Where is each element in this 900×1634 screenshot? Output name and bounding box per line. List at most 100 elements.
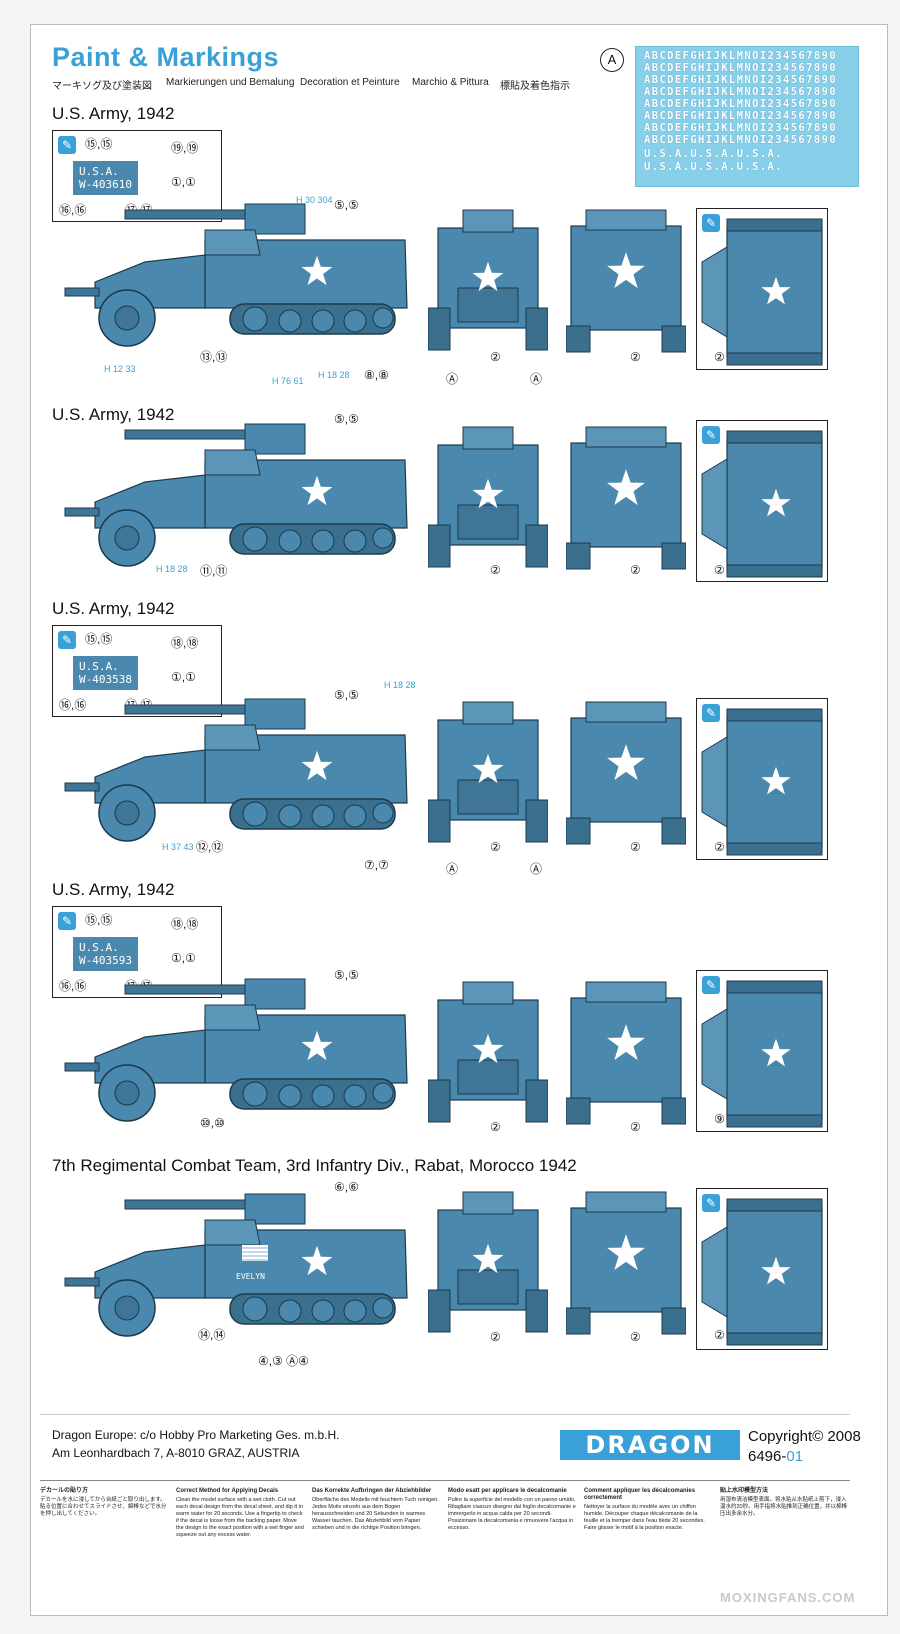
plate-callout: ✎ U.S.A. W-403610 ⑮,⑮ ⑲,⑲ ①,① ⑯,⑯ ⑰,⑰ [52,130,222,222]
plate-callout: ✎ U.S.A. W-403538 ⑮,⑮ ⑱,⑱ ①,① ⑯,⑯ ⑰,⑰ [52,625,222,717]
decal-row: ABCDEFGHIJKLMNOI234567890 [644,122,838,134]
registration-plate: U.S.A. W-403610 [73,161,138,195]
hue-badge: H 18 28 [318,370,350,380]
front-view [428,1190,548,1340]
decal-water-icon: ✎ [58,631,76,649]
dragon-logo: DRAGON [560,1430,740,1460]
subtitle-italian: Marchio & Pittura [412,77,489,88]
page-title: Paint & Markings [52,42,280,72]
instructions-body: 用湿布清洁模型表面。将水贴从水贴纸上剪下，浸入温水约20秒。用手指将水贴推到正确… [720,1497,848,1517]
decal-number: ② [490,350,501,364]
decal-number: ⑤,⑤ [334,198,359,212]
front-view [428,980,548,1130]
decal-number: ⑥,⑥ [334,1180,359,1194]
decal-row: ABCDEFGHIJKLMNOI234567890 [644,74,838,86]
watermark: MOXINGFANS.COM [720,1590,856,1605]
plate-line2: W-403593 [79,954,132,967]
decal-number: ② [490,840,501,854]
plate-line1: U.S.A. [79,165,119,178]
instructions-body: デカールを水に浸してから台紙ごと取り出します。貼る位置に合わせてスライドさせ、綿… [40,1497,167,1517]
top-view [697,429,827,579]
decal-row: ABCDEFGHIJKLMNOI234567890 [644,110,838,122]
decal-number: ⑲,⑲ [171,141,199,155]
decal-row: ABCDEFGHIJKLMNOI234567890 [644,62,838,74]
top-view [697,979,827,1129]
instructions-heading: Das Korrekte Aufbringen der Abziehbilder [312,1488,432,1494]
top-view-frame: ✎ [696,970,828,1132]
rear-view [566,425,686,575]
decal-number: ⑪,⑪ [200,564,228,578]
decal-row: ABCDEFGHIJKLMNOI234567890 [644,98,838,110]
top-view-frame: ✎ [696,1188,828,1350]
instructions-french: Comment appliquer les décalcomanies corr… [584,1488,712,1532]
instructions-body: Clean the model surface with a wet cloth… [176,1497,304,1538]
decal-number: ⑧,⑧ [364,368,389,382]
decal-number: ⑯,⑯ [59,979,87,993]
decal-number: ⑦,⑦ [364,858,389,872]
decal-number: ⑤,⑤ [334,412,359,426]
decal-row: ABCDEFGHIJKLMNOI234567890 [644,86,838,98]
decal-number: ② [714,1328,725,1342]
hue-badge: H 12 33 [104,364,136,374]
document-number-prefix: 6496- [748,1448,787,1465]
decal-row: U.S.A.U.S.A.U.S.A. [644,148,783,160]
halftrack-side-view [55,975,415,1125]
decal-water-icon: ✎ [702,704,720,722]
decal-number: ⑯,⑯ [59,698,87,712]
halftrack-side-view [55,420,415,570]
decal-water-icon: ✎ [702,214,720,232]
decal-ref-label: Ⓐ [446,862,459,876]
instructions-body: Nettoyer la surface du modèle avec un ch… [584,1504,705,1531]
decal-ref-label: Ⓐ [530,862,543,876]
decal-row: U.S.A.U.S.A.U.S.A. [644,161,783,173]
decal-sheet: ABCDEFGHIJKLMNOI234567890 ABCDEFGHIJKLMN… [635,46,859,187]
instructions-heading: デカールの貼り方 [40,1488,89,1494]
halftrack-side-view [55,695,415,845]
instructions-divider [40,1480,850,1481]
instructions-italian: Modo esatt per applicare le decalcomanie… [448,1488,576,1532]
decal-number: ⑱,⑱ [171,636,199,650]
front-view [428,208,548,358]
subtitle-french: Decoration et Peinture [300,77,400,88]
footer-address: Am Leonhardbach 7, A-8010 GRAZ, AUSTRIA [52,1446,300,1460]
plate-line1: U.S.A. [79,660,119,673]
decal-number: ② [714,563,725,577]
decal-ref-label: Ⓐ [530,372,543,386]
rear-view [566,208,686,358]
hue-badge: H 18 28 [156,564,188,574]
decal-number: ⑤,⑤ [334,968,359,982]
decal-number: ⑯,⑯ [59,203,87,217]
hue-badge: H 18 28 [384,680,416,690]
plate-line2: W-403610 [79,178,132,191]
decal-number: ④,③ Ⓐ④ [258,1354,309,1368]
document-number: 6496-01 [748,1448,803,1465]
decal-number: ② [490,1120,501,1134]
section-title: U.S. Army, 1942 [52,405,175,424]
hue-badge: H 37 43 [162,842,194,852]
decal-number: ⑮,⑮ [85,913,113,927]
registration-plate: U.S.A. W-403538 [73,656,138,690]
decal-water-icon: ✎ [58,136,76,154]
top-view [697,1197,827,1347]
decal-number: ② [630,840,641,854]
copyright: Copyright© 2008 [748,1428,861,1445]
decal-number: ⑮,⑮ [85,632,113,646]
flag-icon [242,1245,268,1261]
decal-number: ①,① [171,175,196,189]
rear-view [566,1190,686,1340]
subtitle-german: Markierungen und Bemalung [166,77,295,88]
instructions-chinese: 贴上水印模型方法 用湿布清洁模型表面。将水贴从水贴纸上剪下，浸入温水约20秒。用… [720,1488,848,1518]
sheet-badge: A [600,48,624,72]
section-title: 7th Regimental Combat Team, 3rd Infantry… [52,1156,577,1175]
instructions-heading: Modo esatt per applicare le decalcomanie [448,1488,567,1494]
subtitle-japanese: マーキソグ及び塗装図 [52,81,152,92]
top-view [697,217,827,367]
section-title: U.S. Army, 1942 [52,599,175,618]
decal-number: ② [714,350,725,364]
subtitle-chinese: 標貼及着色指示 [500,81,570,92]
instructions-english: Correct Method for Applying Decals Clean… [176,1488,304,1539]
decal-water-icon: ✎ [702,426,720,444]
instructions-heading: Comment appliquer les décalcomanies corr… [584,1488,696,1501]
decal-water-icon: ✎ [702,976,720,994]
decal-row: ABCDEFGHIJKLMNOI234567890 [644,134,838,146]
